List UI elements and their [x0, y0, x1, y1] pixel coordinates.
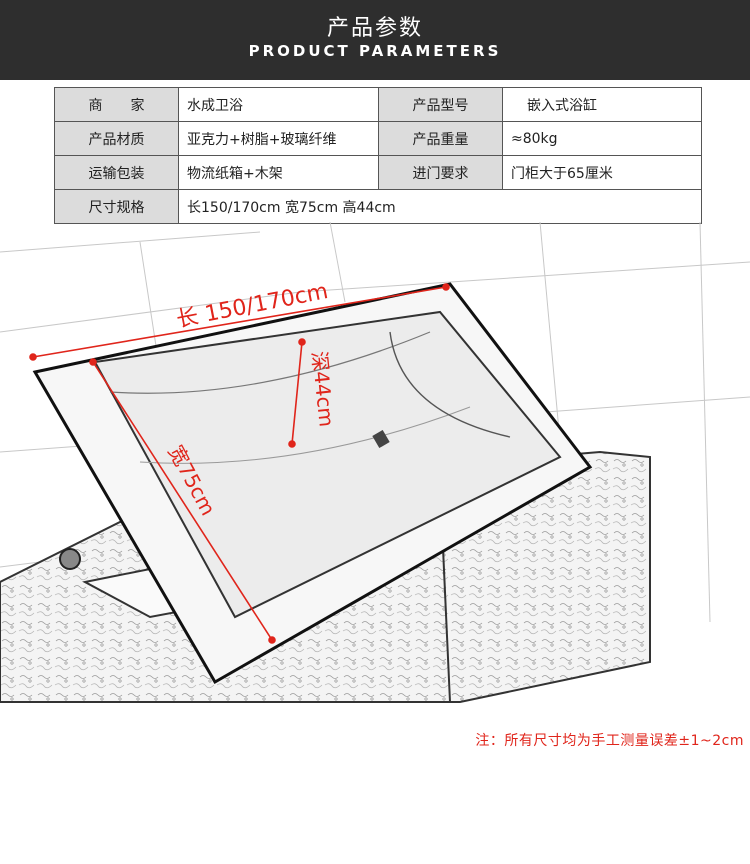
param-value: ≈80kg [502, 121, 702, 156]
param-key: 尺寸规格 [54, 189, 179, 224]
parameters-table: 商 家 水成卫浴 产品型号 嵌入式浴缸 产品材质 亚克力+树脂+玻璃纤维 产品重… [54, 87, 702, 224]
param-value: 长150/170cm 宽75cm 高44cm [178, 189, 702, 224]
param-value: 亚克力+树脂+玻璃纤维 [178, 121, 379, 156]
table-row: 商 家 水成卫浴 产品型号 嵌入式浴缸 [54, 87, 702, 122]
param-value: 嵌入式浴缸 [502, 87, 702, 122]
page-header: 产品参数 PRODUCT PARAMETERS [0, 0, 750, 80]
header-title-en: PRODUCT PARAMETERS [248, 42, 502, 60]
table-row: 尺寸规格 长150/170cm 宽75cm 高44cm [54, 189, 702, 224]
bathtub-illustration: 长 150/170cm 深44cm 宽75cm [0, 222, 750, 703]
dimension-lines [29, 283, 450, 644]
param-value: 门柜大于65厘米 [502, 155, 702, 190]
table-row: 产品材质 亚克力+树脂+玻璃纤维 产品重量 ≈80kg [54, 121, 702, 156]
measurement-note: 注：所有尺寸均为手工测量误差±1~2cm [475, 733, 744, 749]
param-key: 产品重量 [378, 121, 503, 156]
param-key: 产品型号 [378, 87, 503, 122]
param-key: 进门要求 [378, 155, 503, 190]
param-value: 水成卫浴 [178, 87, 379, 122]
header-title-cn: 产品参数 [326, 16, 423, 41]
bathtub [32, 282, 593, 685]
param-value: 物流纸箱+木架 [178, 155, 379, 190]
param-key: 商 家 [54, 87, 179, 122]
param-key: 产品材质 [54, 121, 179, 156]
table-row: 运输包装 物流纸箱+木架 进门要求 门柜大于65厘米 [54, 155, 702, 190]
param-key: 运输包装 [54, 155, 179, 190]
